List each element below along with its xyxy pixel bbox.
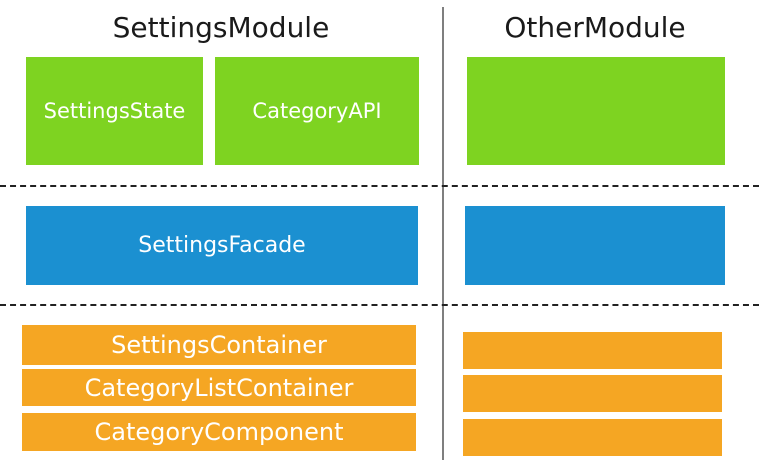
settings-facade-box: SettingsFacade <box>26 206 418 285</box>
other-module-component-box-3 <box>463 419 722 456</box>
other-module-facade-box <box>465 206 725 285</box>
settings-module-title: SettingsModule <box>112 11 330 44</box>
layer-separator-bottom <box>0 304 759 306</box>
category-component-box: CategoryComponent <box>22 413 416 451</box>
settings-state-box: SettingsState <box>26 57 203 165</box>
layer-separator-top <box>0 185 759 187</box>
settings-container-box: SettingsContainer <box>22 325 416 365</box>
other-module-component-box-2 <box>463 375 722 412</box>
category-api-box: CategoryAPI <box>215 57 419 165</box>
category-list-container-box: CategoryListContainer <box>22 369 416 406</box>
other-module-component-box-1 <box>463 332 722 369</box>
other-module-title: OtherModule <box>504 11 686 44</box>
other-module-state-box <box>467 57 725 165</box>
module-divider <box>442 7 444 460</box>
